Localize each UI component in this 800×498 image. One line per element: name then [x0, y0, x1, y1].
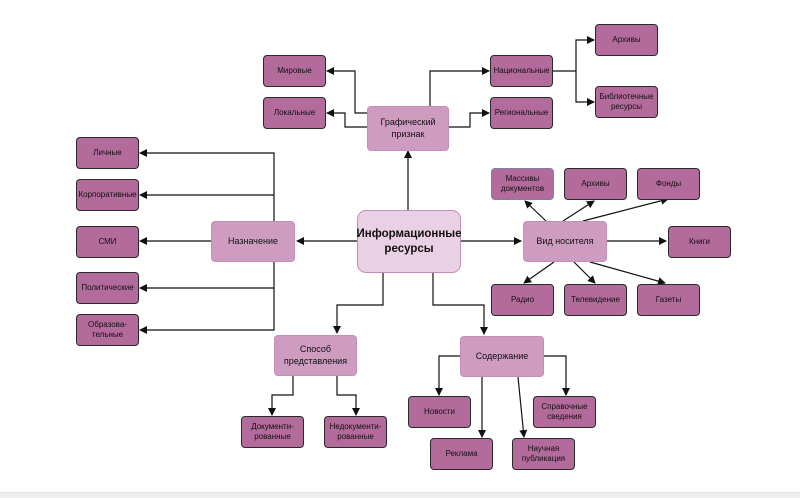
- leaf-news: Новости: [408, 396, 471, 428]
- leaf-tv: Телевидение: [564, 284, 627, 316]
- edge-carrier-funds: [582, 196, 669, 222]
- edge-content-reference: [544, 355, 570, 396]
- edge-graphic-local: [326, 109, 367, 128]
- leaf-regional: Региональные: [490, 97, 553, 129]
- leaf-funds: Фонды: [637, 168, 700, 200]
- edge-carrier-arrays: [524, 200, 547, 222]
- edge-graphic-world: [326, 67, 367, 114]
- edge-purpose-personal: [139, 149, 295, 232]
- edge-content-news: [435, 355, 460, 396]
- edge-method-documentary: [268, 376, 294, 416]
- leaf-political: Политические: [76, 272, 139, 304]
- category-graphic: Графический признак: [367, 106, 449, 151]
- category-carrier: Вид носителя: [523, 221, 607, 262]
- leaf-advert: Реклама: [430, 438, 493, 470]
- leaf-books: Книги: [668, 226, 731, 258]
- leaf-personal: Личные: [76, 137, 139, 169]
- edge-carrier-radio: [523, 261, 555, 284]
- edge-root-content: [432, 273, 488, 335]
- leaf-educational: Образова-тельные: [76, 314, 139, 346]
- edge-graphic-regional: [449, 109, 490, 128]
- leaf-reference: Справочные сведения: [533, 396, 596, 428]
- leaf-library: Библиотечные ресурсы: [595, 86, 658, 118]
- leaf-doc-arrays: Массивы документов: [491, 168, 554, 200]
- edge-method-nondocumentary: [336, 376, 360, 416]
- leaf-local: Локальные: [263, 97, 326, 129]
- edge-carrier-tv: [573, 261, 596, 284]
- edge-carrier-archives: [562, 200, 595, 222]
- leaf-national: Национальные: [490, 55, 553, 87]
- root-node: Информационные ресурсы: [356, 210, 462, 273]
- edge-carrier-newspapers: [589, 261, 666, 285]
- leaf-carrier-archives: Архивы: [564, 168, 627, 200]
- edge-purpose-educational: [139, 288, 275, 334]
- leaf-documentary: Документи-рованные: [241, 416, 304, 448]
- leaf-graphic-archives: Архивы: [595, 24, 658, 56]
- edge-national-library: [575, 71, 595, 106]
- edge-national-archives: [553, 36, 595, 72]
- category-method: Способ представления: [274, 335, 357, 376]
- category-content: Содержание: [460, 336, 544, 377]
- leaf-world: Мировые: [263, 55, 326, 87]
- category-purpose: Назначение: [211, 221, 295, 262]
- leaf-non-documentary: Недокументи-рованные: [324, 416, 387, 448]
- page-bottom-bar: [0, 492, 800, 498]
- leaf-corporate: Корпоративные: [76, 179, 139, 211]
- leaf-media: СМИ: [76, 226, 139, 258]
- edge-root-method: [333, 273, 384, 334]
- leaf-radio: Радио: [491, 284, 554, 316]
- leaf-scientific: Научная публикация: [512, 438, 575, 470]
- leaf-newspapers: Газеты: [637, 284, 700, 316]
- edge-content-scientific: [517, 376, 528, 438]
